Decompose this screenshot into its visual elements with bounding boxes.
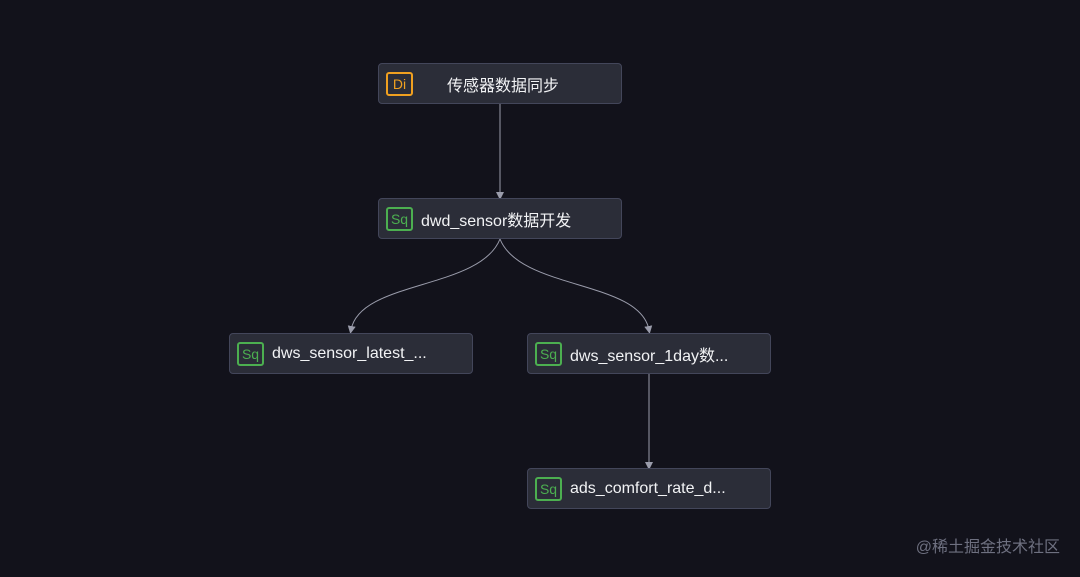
- data-integration-icon: Di: [386, 71, 413, 96]
- node-dwd-sensor[interactable]: Sq dwd_sensor数据开发: [378, 198, 622, 239]
- node-dws-sensor-1day[interactable]: Sq dws_sensor_1day数...: [527, 333, 771, 374]
- node-label: 传感器数据同步: [446, 77, 559, 95]
- edge-dwd-to-dws-1day: [499, 238, 653, 334]
- node-sensor-data-sync[interactable]: Di 传感器数据同步: [378, 63, 622, 104]
- node-label: dwd_sensor数据开发: [421, 212, 572, 230]
- sql-icon: Sq: [386, 206, 413, 231]
- sql-icon: Sq: [535, 476, 562, 501]
- sql-icon: Sq: [237, 341, 264, 366]
- node-label: dws_sensor_latest_...: [272, 344, 427, 362]
- sql-icon: Sq: [535, 341, 562, 366]
- node-label: ads_comfort_rate_d...: [570, 479, 726, 497]
- node-ads-comfort-rate[interactable]: Sq ads_comfort_rate_d...: [527, 468, 771, 509]
- node-dws-sensor-latest[interactable]: Sq dws_sensor_latest_...: [229, 333, 473, 374]
- edge-dwd-to-dws-latest: [347, 238, 501, 334]
- node-label: dws_sensor_1day数...: [570, 347, 729, 365]
- watermark: @稀土掘金技术社区: [915, 539, 1060, 556]
